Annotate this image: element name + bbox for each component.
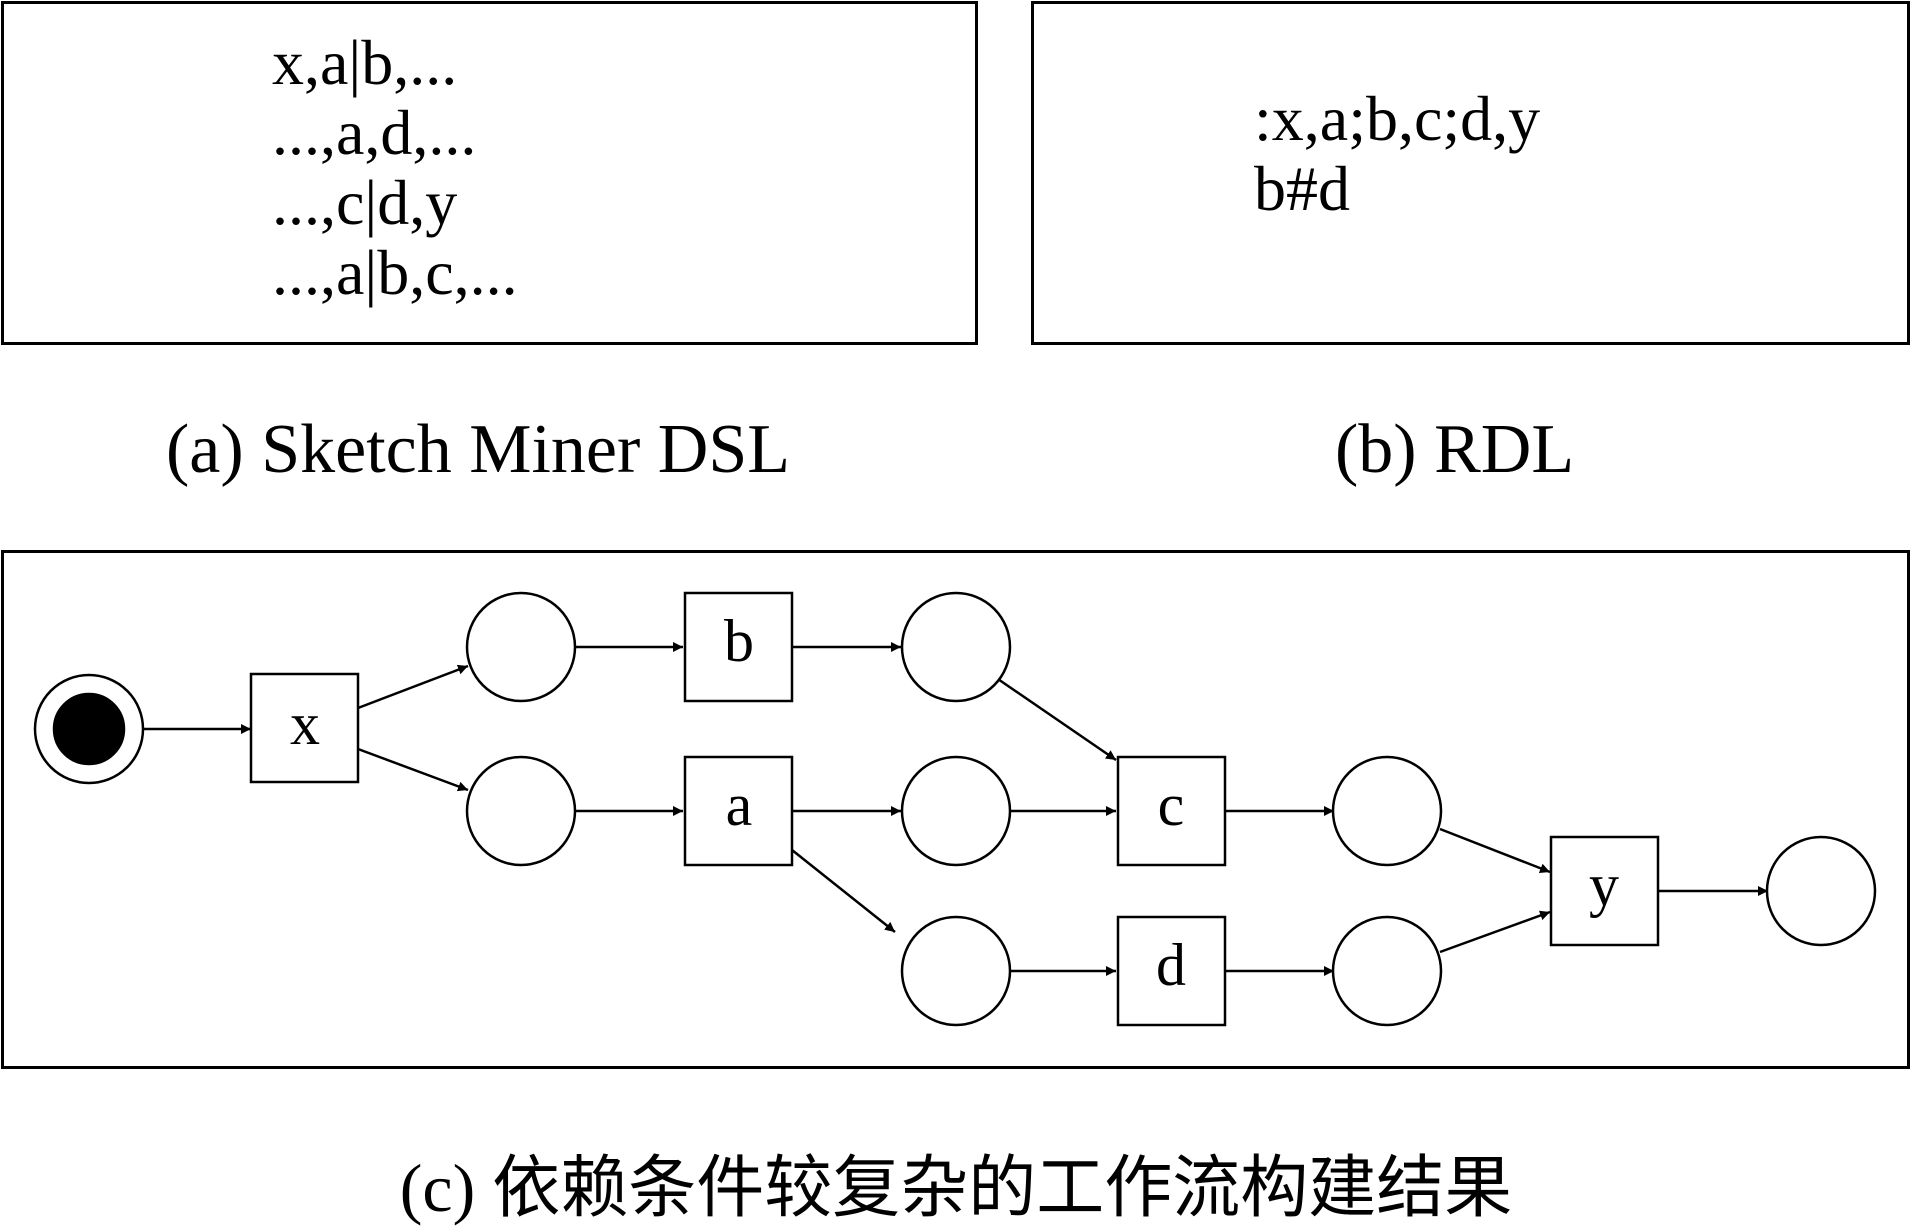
transition-a <box>683 755 794 867</box>
place-p6 <box>1331 755 1443 867</box>
dsl-code: x,a|b,......,a,d,......,c|d,y...,a|b,c,.… <box>272 28 518 308</box>
label-b: b <box>724 608 754 674</box>
place-p1 <box>465 591 577 703</box>
dsl-line-1: x,a|b,... <box>272 27 458 98</box>
place-p4 <box>900 755 1012 867</box>
transition-d <box>1116 915 1227 1027</box>
transition-labels: x b a c d y <box>290 608 1619 998</box>
arc-a-p5 <box>791 849 896 933</box>
caption-b: (b) RDL <box>1335 411 1575 488</box>
label-a: a <box>726 772 753 838</box>
arc-p6-y <box>1439 827 1551 874</box>
arc-p7-y <box>1439 910 1551 954</box>
place-p7 <box>1331 915 1443 1027</box>
transition-b <box>683 591 794 703</box>
dsl-line-4: ...,a|b,c,... <box>272 237 518 308</box>
caption-c: (c) 依赖条件较复杂的工作流构建结果 <box>399 1150 1513 1226</box>
place-p5 <box>900 915 1012 1027</box>
dsl-line-2: ...,a,d,... <box>272 97 477 168</box>
rdl-line-2: b#d <box>1254 153 1350 224</box>
transition-c <box>1116 755 1227 867</box>
label-x: x <box>290 691 320 757</box>
arc-x-p1 <box>357 664 469 710</box>
dsl-line-3: ...,c|d,y <box>272 167 458 238</box>
place-p2 <box>465 755 577 867</box>
transitions <box>249 591 1660 1027</box>
label-d: d <box>1156 932 1186 998</box>
transition-y <box>1549 835 1660 947</box>
end-place <box>1765 835 1877 947</box>
caption-a: (a) Sketch Miner DSL <box>166 411 791 488</box>
label-c: c <box>1158 772 1185 838</box>
start-token <box>52 692 126 766</box>
arc-x-p2 <box>357 747 469 792</box>
place-p3 <box>900 591 1012 703</box>
arc-p3-c <box>994 675 1117 762</box>
places <box>33 591 1877 1027</box>
sketch-miner-dsl-panel: x,a|b,......,a,d,......,c|d,y...,a|b,c,.… <box>1 1 978 345</box>
rdl-line-1: :x,a;b,c;d,y <box>1254 83 1541 154</box>
transition-x <box>249 672 360 784</box>
arcs <box>144 642 1768 976</box>
label-y: y <box>1589 852 1619 918</box>
